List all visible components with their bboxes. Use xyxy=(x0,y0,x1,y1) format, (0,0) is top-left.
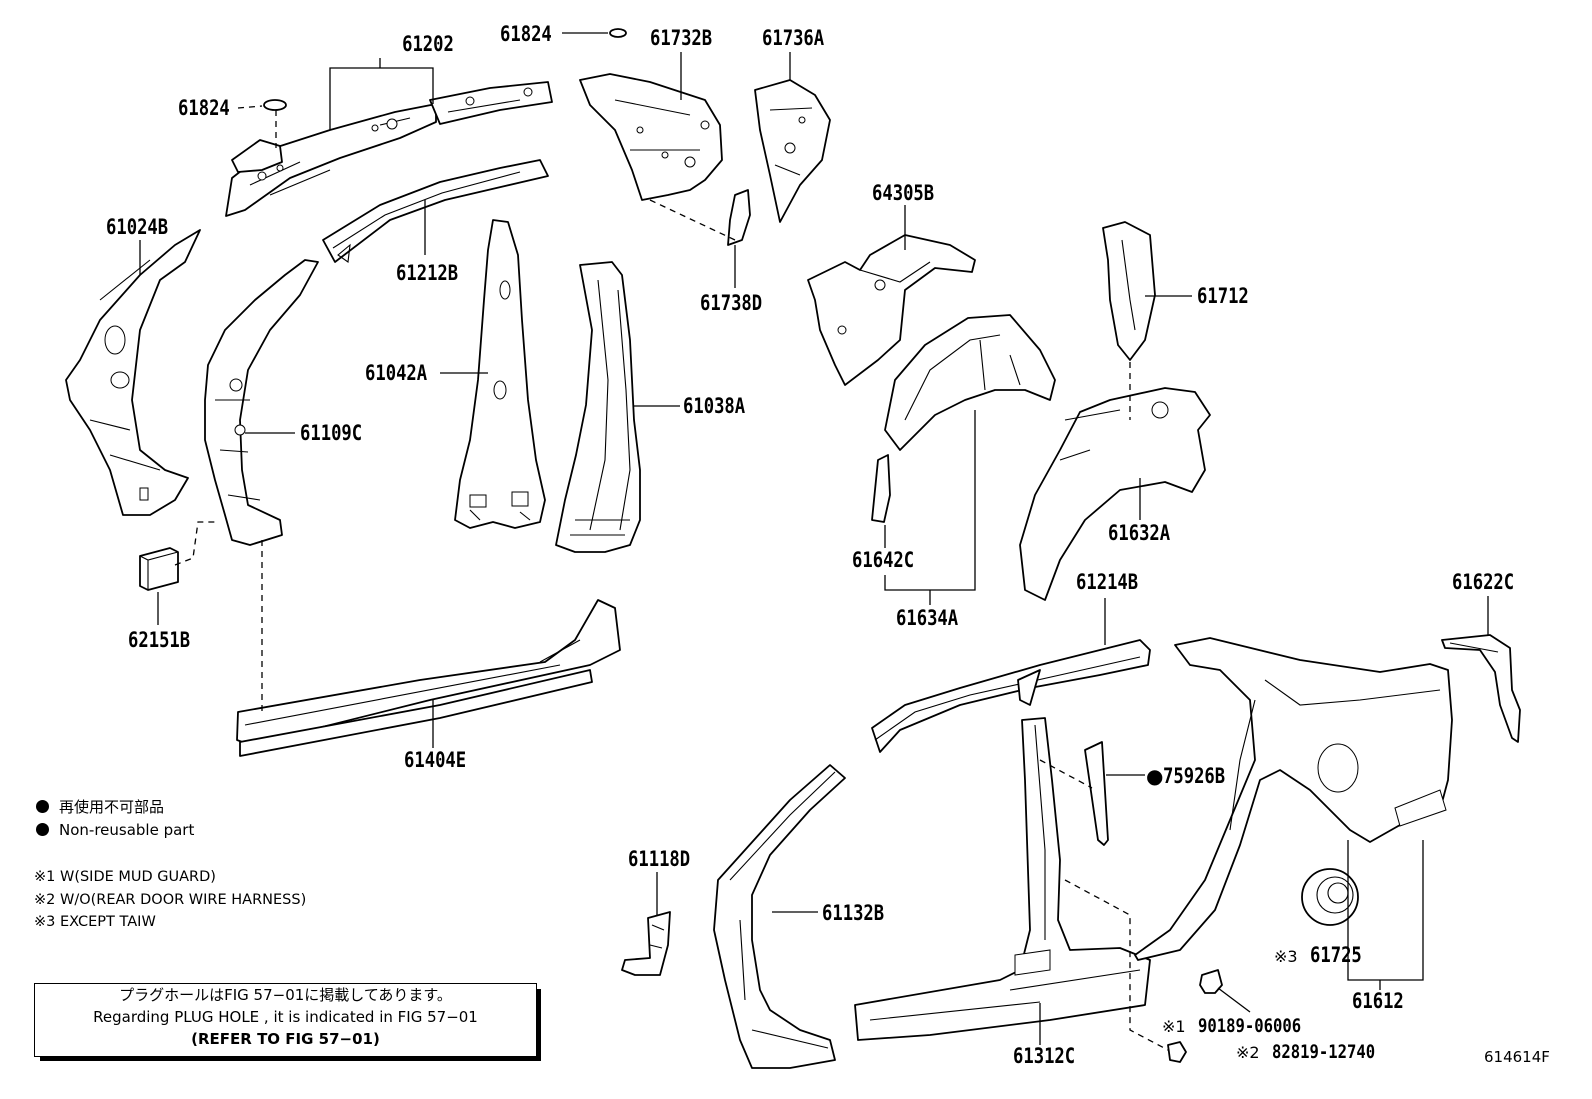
part-82819-12740-shape xyxy=(1167,1041,1187,1063)
plug-hole-jp: プラグホールはFIG 57−01に掲載してあります。 xyxy=(119,986,452,1004)
part-61612-shape xyxy=(1134,637,1453,961)
legend-en-text: Non-reusable part xyxy=(59,821,195,839)
label-61725: 61725 xyxy=(1310,942,1362,967)
label-61712: 61712 xyxy=(1197,283,1249,308)
label-61404E: 61404E xyxy=(404,747,466,772)
part-61622C-shape xyxy=(1441,634,1521,743)
part-90189-06006-shape xyxy=(1199,969,1223,994)
non-reusable-dot-icon xyxy=(36,800,49,813)
label-61214B: 61214B xyxy=(1076,569,1138,594)
part-61214B-shape xyxy=(871,639,1151,753)
note-ref-82819: ※2 xyxy=(1236,1043,1260,1062)
part-61824-left-shape xyxy=(263,99,287,111)
label-61202: 61202 xyxy=(402,31,454,56)
part-61042A-shape xyxy=(454,219,546,529)
footnote-3: ※3 EXCEPT TAIW xyxy=(34,914,156,930)
footnote-2: ※2 W/O(REAR DOOR WIRE HARNESS) xyxy=(34,891,307,908)
part-labels: 61202 61824 61824 61732B 61736A 61024B 6… xyxy=(106,21,1514,1068)
part-61738D-shape xyxy=(727,189,751,246)
part-61736A-shape xyxy=(754,79,831,223)
part-61732B-shape xyxy=(579,73,723,201)
part-61024B-shape xyxy=(65,229,201,516)
label-61312C: 61312C xyxy=(1013,1043,1075,1068)
label-61824-left: 61824 xyxy=(178,95,230,120)
label-61612: 61612 xyxy=(1352,988,1404,1013)
figure-id: 614614F xyxy=(1484,1048,1550,1066)
label-64305B: 64305B xyxy=(872,180,934,205)
part-61725-shape xyxy=(1301,868,1359,926)
part-61118D-shape xyxy=(621,911,671,976)
label-61118D: 61118D xyxy=(628,846,690,871)
part-75926B-shape xyxy=(1084,741,1109,846)
part-61132B-shape xyxy=(713,764,846,1069)
plug-hole-note-box: プラグホールはFIG 57−01に掲載してあります。 Regarding PLU… xyxy=(34,983,541,1061)
part-61712-shape xyxy=(1102,221,1156,361)
label-82819-12740: 82819-12740 xyxy=(1272,1042,1375,1064)
label-62151B: 62151B xyxy=(128,627,190,652)
part-61312C-shape xyxy=(854,717,1151,1041)
label-61642C: 61642C xyxy=(852,547,914,572)
part-61632A-shape xyxy=(1019,387,1211,601)
legend-en: Non-reusable part xyxy=(36,821,194,839)
part-61824-top-shape xyxy=(609,28,627,38)
legend-jp-text: 再使用不可部品 xyxy=(59,798,165,816)
part-61404E-shape xyxy=(236,599,621,757)
part-62151B-shape xyxy=(139,547,179,591)
part-61038A-shape xyxy=(555,261,641,553)
note-ref-90189: ※1 xyxy=(1162,1017,1186,1036)
label-61738D: 61738D xyxy=(700,290,762,315)
note-ref-61725: ※3 xyxy=(1274,947,1298,966)
label-90189-06006: 90189-06006 xyxy=(1198,1016,1301,1038)
part-64305B-shape xyxy=(807,234,976,386)
part-61202-shape xyxy=(225,81,553,217)
label-61736A: 61736A xyxy=(762,25,825,50)
label-61732B: 61732B xyxy=(650,25,712,50)
leader-lines xyxy=(139,32,1489,1051)
label-61132B: 61132B xyxy=(822,900,884,925)
label-61824-top: 61824 xyxy=(500,21,552,46)
part-61634A-shape xyxy=(871,314,1056,523)
label-61634A: 61634A xyxy=(896,605,959,630)
legend-jp: 再使用不可部品 xyxy=(36,796,164,817)
label-75926B: 75926B xyxy=(1163,763,1225,788)
label-61632A: 61632A xyxy=(1108,520,1171,545)
label-61622C: 61622C xyxy=(1452,569,1514,594)
non-reusable-dot-75926B: ● xyxy=(1146,764,1163,788)
footnotes: ※1 W(SIDE MUD GUARD) ※2 W/O(REAR DOOR WI… xyxy=(34,866,306,934)
plug-hole-en: Regarding PLUG HOLE , it is indicated in… xyxy=(93,1008,478,1026)
label-61024B: 61024B xyxy=(106,214,168,239)
label-61038A: 61038A xyxy=(683,393,746,418)
part-61212B-shape xyxy=(322,159,549,263)
part-61109C-shape xyxy=(204,259,319,546)
label-61042A: 61042A xyxy=(365,360,428,385)
non-reusable-dot-icon xyxy=(36,823,49,836)
label-61212B: 61212B xyxy=(396,260,458,285)
label-61109C: 61109C xyxy=(300,420,362,445)
footnote-1: ※1 W(SIDE MUD GUARD) xyxy=(34,869,216,885)
plug-hole-ref: (REFER TO FIG 57−01) xyxy=(191,1030,380,1048)
